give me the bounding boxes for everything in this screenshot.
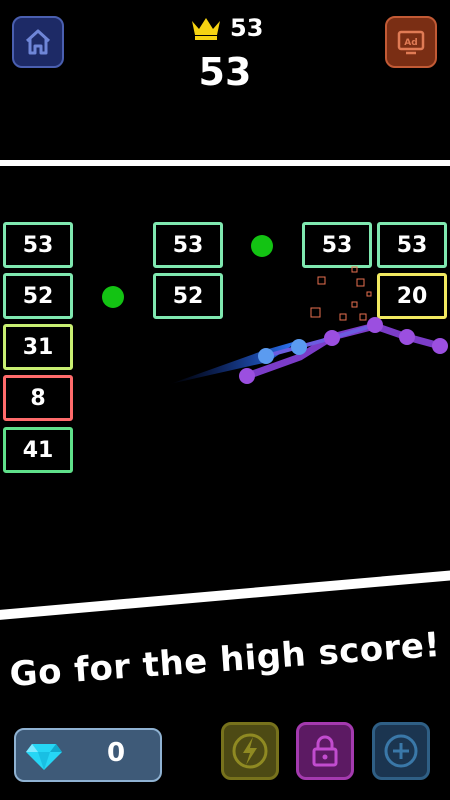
brick: 53 bbox=[3, 222, 73, 268]
plus-circle-icon bbox=[384, 734, 418, 768]
ad-label: Ad bbox=[404, 38, 417, 48]
ball bbox=[239, 368, 255, 384]
brick: 31 bbox=[3, 324, 73, 370]
gem-icon bbox=[26, 744, 62, 770]
extra-ball-pickup bbox=[102, 286, 124, 308]
extra-ball-pickup bbox=[251, 235, 273, 257]
add-ball-powerup-button[interactable] bbox=[372, 722, 430, 780]
gem-counter: 0 bbox=[14, 728, 162, 782]
lock-icon bbox=[312, 735, 338, 767]
brick: 52 bbox=[153, 273, 223, 319]
watch-ad-button[interactable]: Ad bbox=[385, 16, 437, 68]
lightning-powerup-button[interactable] bbox=[221, 722, 279, 780]
crown-icon bbox=[192, 18, 220, 40]
ball bbox=[258, 348, 274, 364]
lock-powerup-button[interactable] bbox=[296, 722, 354, 780]
ball bbox=[399, 329, 415, 345]
brick: 53 bbox=[153, 222, 223, 268]
home-button[interactable] bbox=[12, 16, 64, 68]
best-score: 53 bbox=[230, 14, 264, 42]
brick: 53 bbox=[302, 222, 372, 268]
ball bbox=[291, 339, 307, 355]
ball bbox=[324, 330, 340, 346]
lightning-icon bbox=[232, 733, 268, 769]
ball bbox=[432, 338, 448, 354]
brick: 52 bbox=[3, 273, 73, 319]
brick: 53 bbox=[377, 222, 447, 268]
current-score: 53 bbox=[198, 50, 252, 94]
home-icon bbox=[25, 29, 51, 55]
brick: 41 bbox=[3, 427, 73, 473]
brick: 8 bbox=[3, 375, 73, 421]
top-boundary-line bbox=[0, 160, 450, 166]
gem-count: 0 bbox=[106, 738, 126, 768]
ball bbox=[367, 317, 383, 333]
brick: 20 bbox=[377, 273, 447, 319]
ball-trail bbox=[170, 266, 448, 384]
ad-icon: Ad bbox=[397, 30, 425, 55]
